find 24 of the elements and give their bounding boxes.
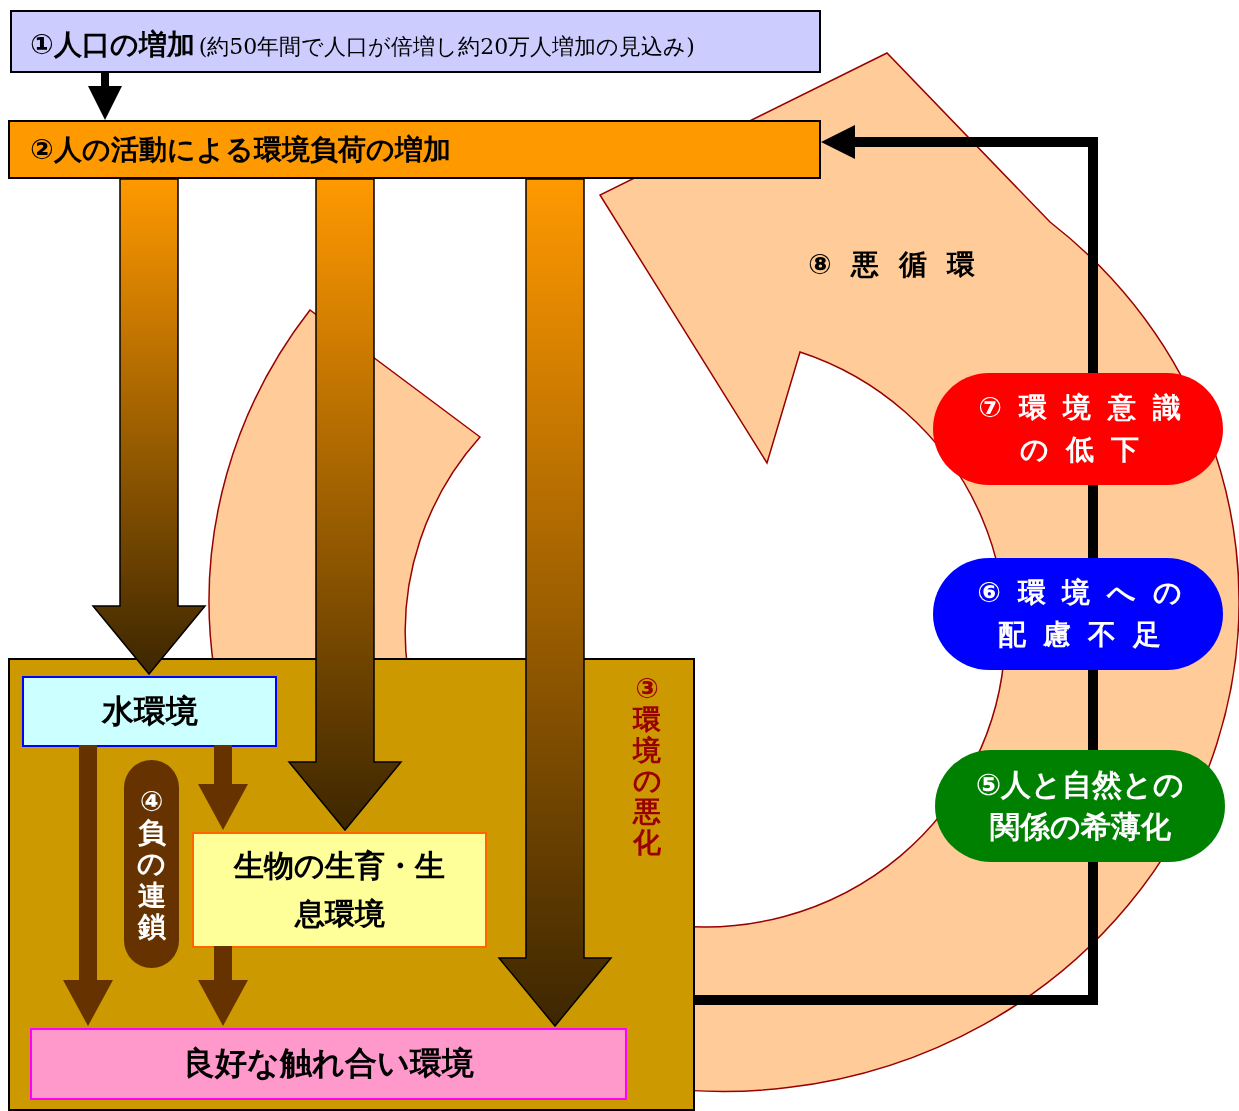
title-box: [10, 10, 821, 73]
arrow: [198, 946, 248, 1026]
arrow: [63, 745, 113, 1026]
arrow: [821, 125, 1098, 373]
cycle-label: ⑧悪循環: [808, 247, 995, 283]
process-box: ②人の活動による環境負荷の増加: [8, 120, 821, 179]
block-arrow: [497, 178, 613, 1028]
note-text: (約50年間で人口が倍増し約20万人増加の見込み): [198, 33, 695, 61]
process-box: 生物の生育・生息環境: [192, 832, 487, 948]
process-box: 良好な触れ合い環境: [30, 1028, 627, 1100]
status-pill: ⑥環境への配慮不足: [933, 558, 1223, 670]
process-box: 水環境: [22, 676, 277, 747]
arrow: [88, 73, 122, 120]
connector-line: [1088, 485, 1098, 558]
connector-line: [1088, 670, 1098, 750]
status-pill: ⑦環境意識の低下: [933, 373, 1223, 485]
chain-pill: ④負の連鎖: [124, 760, 179, 968]
connector-line: [695, 862, 1098, 1005]
block-arrow: [287, 178, 403, 832]
block-arrow: [91, 178, 207, 676]
arrow: [198, 745, 248, 830]
heading-text: ③環境の悪化: [632, 674, 662, 859]
heading-text: ①人口の増加: [30, 27, 195, 63]
status-pill: ⑤人と自然との関係の希薄化: [935, 750, 1225, 862]
